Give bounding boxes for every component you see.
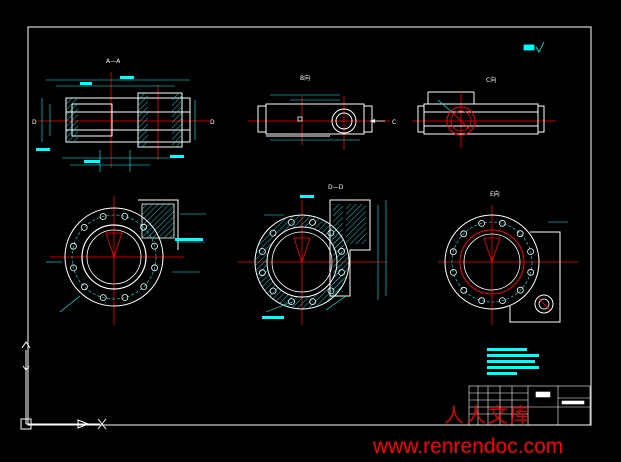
view-e: E向 — [438, 190, 578, 325]
view-label-b: B向 — [300, 74, 310, 82]
bolt-hole — [449, 248, 457, 256]
watermark-url-text: www.renrendoc.com — [372, 435, 563, 458]
bolt-hole — [327, 287, 335, 295]
ucs-axis-icon — [20, 341, 107, 430]
view-label-e: E向 — [490, 190, 500, 198]
bolt-hole — [460, 230, 468, 238]
bolt-hole — [121, 212, 129, 220]
bolt-hole — [70, 264, 77, 272]
view-section-dd: D—D — [238, 184, 388, 325]
bolt-hole — [80, 223, 88, 231]
bolt-hole — [498, 219, 506, 227]
view-b: B向 C — [248, 74, 396, 150]
section-marker-d-right: D — [210, 119, 215, 126]
drawing-frame — [27, 26, 592, 426]
view-label-aa: A—A — [106, 58, 121, 65]
bolt-hole — [478, 297, 486, 305]
view-c: C向 — [412, 76, 556, 148]
title-block — [468, 385, 591, 426]
view-flange-left — [46, 196, 206, 325]
bolt-holes — [70, 212, 535, 306]
bolt-hole — [99, 213, 107, 220]
bolt-hole — [338, 247, 346, 255]
view-marker-c: C — [392, 119, 396, 126]
bolt-hole — [327, 229, 335, 237]
bolt-hole — [527, 268, 535, 276]
technical-requirements-notes — [487, 348, 539, 375]
bolt-hole — [527, 248, 534, 256]
bolt-hole — [498, 297, 506, 305]
bolt-hole — [121, 294, 129, 301]
bolt-hole — [309, 218, 316, 226]
bolt-hole — [288, 298, 295, 306]
view-section-aa: A—A — [32, 58, 215, 172]
bolt-hole — [449, 268, 457, 276]
bolt-hole — [338, 269, 346, 276]
bolt-hole — [99, 294, 107, 302]
bolt-hole — [258, 248, 266, 255]
bolt-hole — [70, 242, 77, 250]
bolt-hole — [81, 283, 88, 291]
watermark-chinese-text: 人人文库 — [444, 403, 532, 427]
bolt-hole — [516, 286, 524, 294]
bolt-hole — [151, 264, 159, 272]
bolt-hole — [516, 230, 524, 238]
view-label-c: C向 — [486, 76, 496, 84]
view-label-dd: D—D — [328, 184, 344, 191]
section-marker-d-left: D — [32, 119, 37, 126]
bolt-hole — [140, 283, 148, 291]
bolt-hole — [269, 287, 277, 295]
bolt-hole — [151, 242, 158, 250]
bolt-hole — [258, 269, 266, 277]
bolt-hole — [460, 286, 468, 294]
bolt-hole — [140, 223, 148, 231]
bolt-hole — [309, 298, 317, 306]
bolt-hole — [478, 219, 486, 227]
roughness-symbol — [523, 41, 545, 53]
bolt-hole — [269, 229, 277, 237]
bolt-hole — [287, 218, 295, 226]
